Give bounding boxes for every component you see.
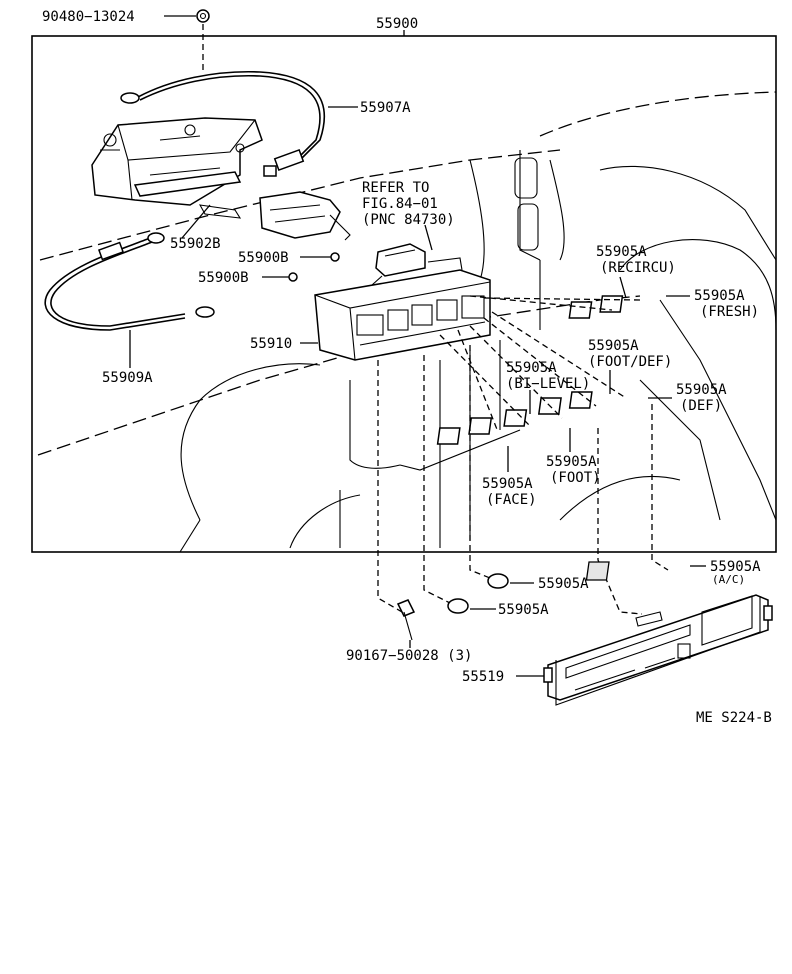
heater-bracket	[91, 117, 263, 239]
label-screw-55900b-b: 55900B	[198, 270, 249, 286]
cable-55909a	[44, 232, 215, 368]
knob-ac	[585, 561, 706, 581]
label-lower2: 55905A	[498, 602, 549, 618]
label-footdef-pn: 55905A	[588, 338, 639, 354]
label-footdef-name: (FOOT/DEF)	[588, 354, 672, 370]
screw-90167	[396, 599, 416, 648]
label-bilevel-pn: 55905A	[506, 360, 557, 376]
label-lower1: 55905A	[538, 576, 589, 592]
label-def-name: (DEF)	[680, 398, 722, 414]
label-panel-55519: 55519	[462, 669, 504, 685]
knob-fresh	[599, 295, 690, 313]
label-control-55910: 55910	[250, 336, 292, 352]
label-refer-line2: FIG.84−01	[362, 196, 438, 212]
label-refer-line1: REFER TO	[362, 180, 429, 196]
screw-55900b-lower	[262, 272, 298, 282]
label-def-pn: 55905A	[676, 382, 727, 398]
label-fresh-pn: 55905A	[694, 288, 745, 304]
label-face-name: (FACE)	[486, 492, 537, 508]
knob-lower-2	[447, 598, 496, 614]
panel-55519	[516, 594, 773, 706]
label-assembly-55900: 55900	[376, 16, 418, 32]
label-foot-name: (FOOT)	[550, 470, 601, 486]
knob-def	[568, 391, 672, 409]
label-recircu-name: (RECIRCU)	[600, 260, 676, 276]
label-bracket-55902b: 55902B	[170, 236, 221, 252]
label-ac-pn: 55905A	[710, 559, 761, 575]
knob-foot	[503, 409, 571, 452]
label-cable-55907a: 55907A	[360, 100, 411, 116]
label-screw-90167: 90167−50028 (3)	[346, 648, 472, 664]
screw-55900b-upper	[300, 252, 340, 262]
label-refer-line3: (PNC 84730)	[362, 212, 455, 228]
cable-55907a	[120, 70, 358, 177]
label-fresh-name: (FRESH)	[700, 304, 759, 320]
label-clip-90480: 90480−13024	[42, 9, 135, 25]
label-face-pn: 55905A	[482, 476, 533, 492]
projection-lines	[377, 295, 669, 615]
blower-switch	[259, 191, 351, 241]
label-recircu-pn: 55905A	[596, 244, 647, 260]
figure-code: ME S224-B	[696, 710, 772, 726]
label-ac-name: (A/C)	[712, 573, 745, 586]
knob-lower-1	[487, 573, 534, 589]
label-foot-pn: 55905A	[546, 454, 597, 470]
label-bilevel-name: (BI−LEVEL)	[506, 376, 590, 392]
control-unit-55910	[300, 224, 491, 361]
label-screw-55900b-a: 55900B	[238, 250, 289, 266]
knob-face	[436, 427, 509, 472]
label-cable-55909a: 55909A	[102, 370, 153, 386]
clip-90480	[164, 9, 210, 70]
